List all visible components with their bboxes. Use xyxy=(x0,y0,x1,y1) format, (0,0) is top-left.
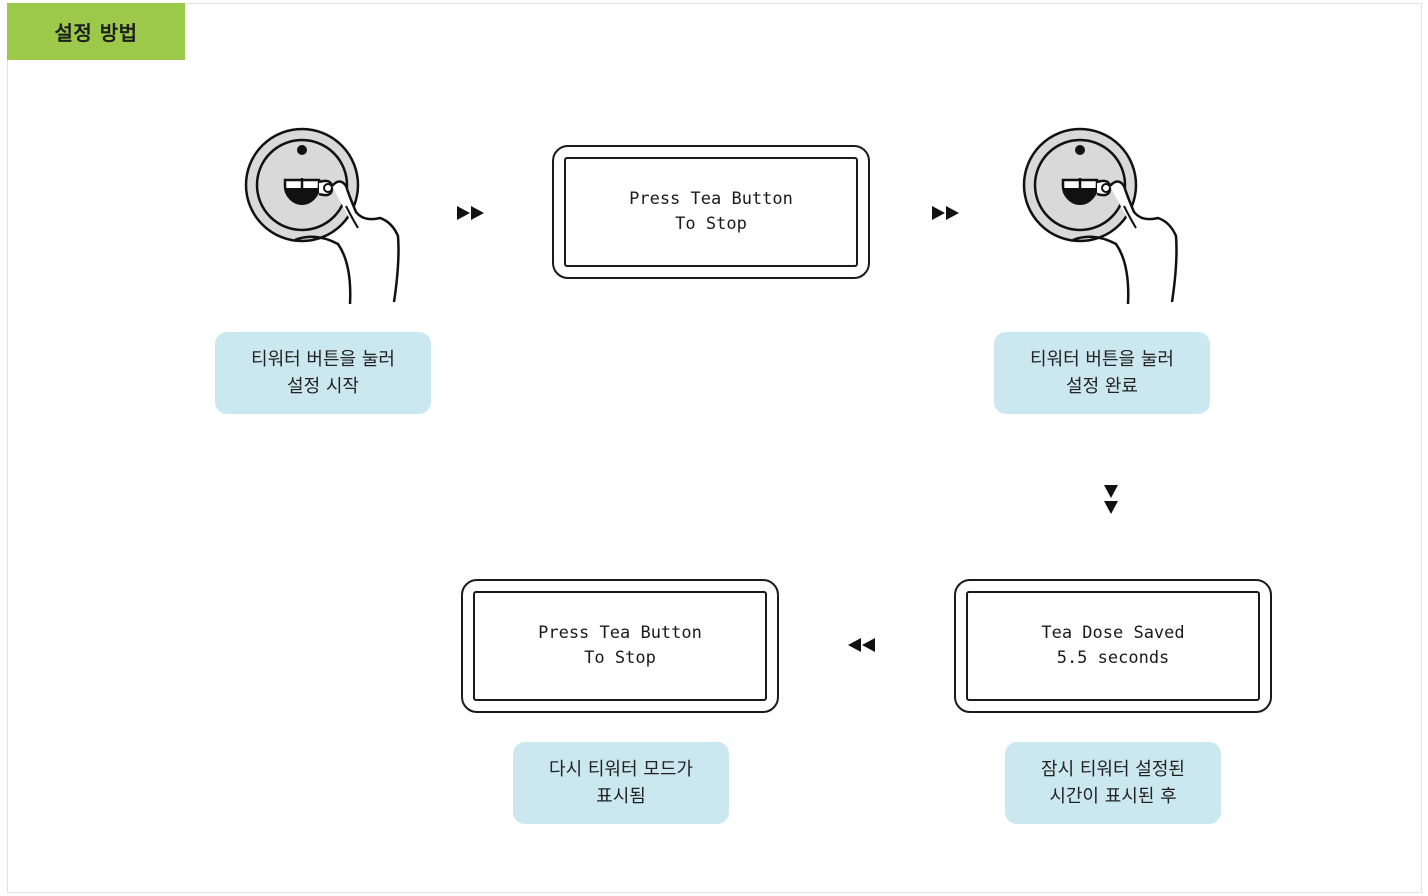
lcd-line: Press Tea Button xyxy=(538,623,702,643)
section-tab-title: 설정 방법 xyxy=(7,3,185,60)
double-arrow-right-icon xyxy=(457,206,484,220)
caption-line: 티워터 버튼을 눌러 xyxy=(251,349,395,370)
lcd-line: 5.5 seconds xyxy=(1056,648,1170,668)
lcd-line: To Stop xyxy=(584,648,656,668)
caption-line: 설정 완료 xyxy=(1066,376,1138,397)
lcd-screen: Press Tea Button To Stop xyxy=(564,157,858,267)
caption-line: 티워터 버튼을 눌러 xyxy=(1030,349,1174,370)
caption-line: 설정 시작 xyxy=(287,376,359,397)
caption-step-3: 티워터 버튼을 눌러 설정 완료 xyxy=(994,332,1210,414)
lcd-screen: Tea Dose Saved 5.5 seconds xyxy=(966,591,1260,701)
tea-button-knob-icon xyxy=(244,127,400,305)
caption-line: 잠시 티워터 설정된 xyxy=(1041,759,1185,780)
double-arrow-down-icon xyxy=(1104,485,1118,517)
pressing-hand-icon xyxy=(294,180,400,305)
pressing-hand-icon-2 xyxy=(1072,180,1178,305)
lcd-display-press-tea: Press Tea Button To Stop xyxy=(552,145,870,279)
lcd-line: To Stop xyxy=(675,214,747,234)
caption-step-7: 다시 티워터 모드가 표시됨 xyxy=(513,742,729,824)
lcd-screen: Press Tea Button To Stop xyxy=(473,591,767,701)
tea-button-knob-icon-2 xyxy=(1022,127,1178,305)
content-frame xyxy=(7,3,1422,893)
double-arrow-right-icon-2 xyxy=(932,206,959,220)
caption-line: 다시 티워터 모드가 xyxy=(549,759,693,780)
double-arrow-left-icon xyxy=(848,638,875,652)
caption-step-5: 잠시 티워터 설정된 시간이 표시된 후 xyxy=(1005,742,1221,824)
caption-step-1: 티워터 버튼을 눌러 설정 시작 xyxy=(215,332,431,414)
lcd-line: Press Tea Button xyxy=(629,189,793,209)
lcd-display-dose-saved: Tea Dose Saved 5.5 seconds xyxy=(954,579,1272,713)
lcd-display-press-tea-again: Press Tea Button To Stop xyxy=(461,579,779,713)
caption-line: 표시됨 xyxy=(596,786,646,807)
caption-line: 시간이 표시된 후 xyxy=(1049,786,1177,807)
lcd-line: Tea Dose Saved xyxy=(1041,623,1185,643)
